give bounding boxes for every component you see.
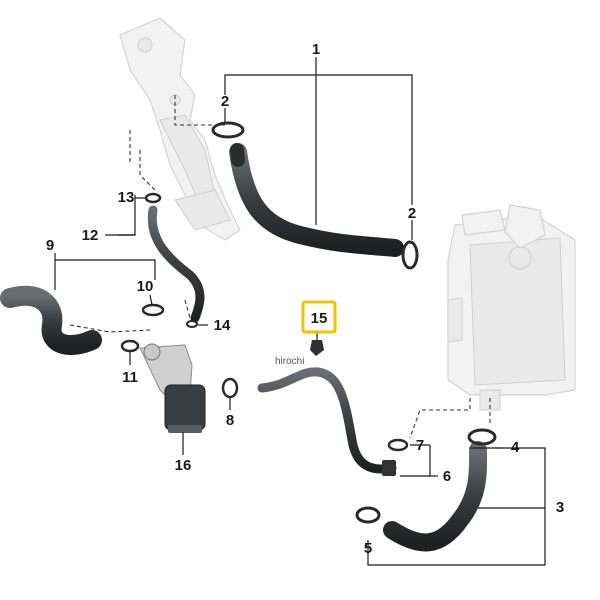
highlight-box-15	[301, 300, 337, 334]
clamp-2-right	[401, 240, 419, 270]
clamp-4	[467, 428, 497, 446]
clamp-13	[144, 192, 162, 204]
clamp-14	[186, 320, 198, 328]
callout-11: 11	[122, 369, 138, 386]
callout-1: 1	[312, 41, 320, 58]
bleed-screw	[310, 340, 324, 356]
callout-16: 16	[175, 457, 192, 474]
callout-2-right: 2	[408, 205, 416, 222]
watermark-text: hirochi	[275, 356, 304, 367]
hose-6	[257, 367, 397, 474]
bracket-ghost	[119, 17, 241, 241]
electric-pump	[139, 343, 206, 433]
dashed-lines	[69, 95, 491, 439]
callout-14: 14	[214, 317, 231, 334]
callout-8: 8	[226, 412, 234, 429]
fitting-6	[382, 460, 396, 476]
callout-9: 9	[46, 237, 54, 254]
callout-4: 4	[511, 439, 520, 456]
clamp-10	[141, 303, 165, 317]
callout-15: 15	[311, 310, 328, 327]
callout-2-upper: 2	[221, 93, 229, 110]
clamp-2-upper	[211, 121, 245, 139]
clamp-11	[120, 339, 140, 353]
callout-3: 3	[556, 499, 564, 516]
clamp-5	[355, 506, 381, 524]
callout-6: 6	[443, 468, 451, 485]
hose-9	[0, 285, 102, 355]
callout-12: 12	[82, 227, 99, 244]
callout-13: 13	[118, 189, 135, 206]
hose-3	[383, 441, 488, 552]
callout-5: 5	[364, 540, 372, 557]
hose-12	[147, 205, 205, 323]
leader-lines	[54, 57, 546, 566]
radiator-ghost	[447, 204, 576, 411]
hose-1	[229, 143, 404, 257]
clamp-7	[387, 438, 409, 452]
clamp-8	[221, 377, 239, 399]
callout-7: 7	[416, 437, 424, 454]
callout-10: 10	[137, 278, 154, 295]
